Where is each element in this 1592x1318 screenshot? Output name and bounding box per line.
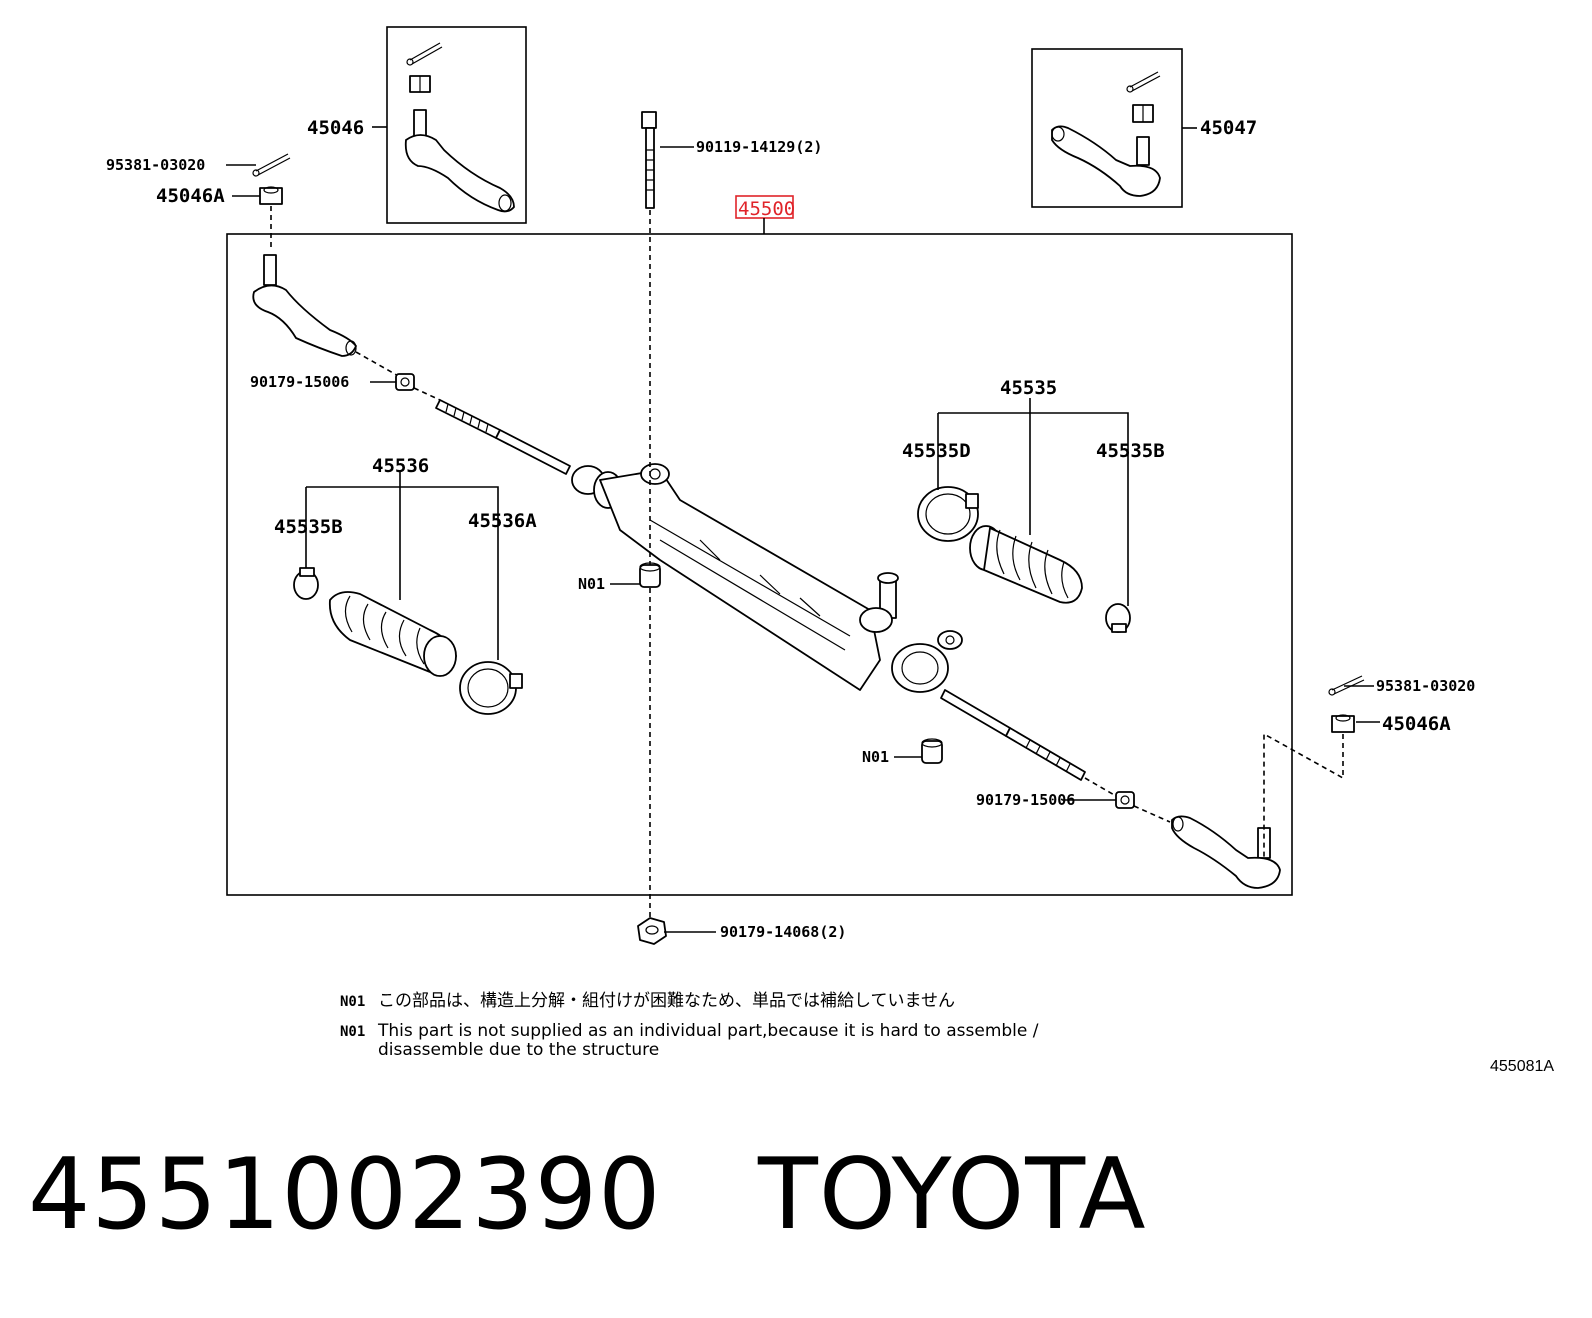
bushing-icon-2 (921, 738, 943, 764)
tie-rod-end-lh-box (386, 26, 527, 224)
label-45535B-lh: 45535B (274, 516, 343, 538)
part-number-caption: 4551002390 TOYOTA (28, 1138, 1147, 1252)
note-tag: N01 (340, 1024, 366, 1040)
note-jp: N01 この部品は、構造上分解・組付けが困難なため、単品では補給していません (340, 992, 955, 1012)
label-45047: 45047 (1200, 117, 1257, 139)
label-45046A-lh: 45046A (156, 185, 225, 207)
label-bolt: 90119-14129(2) (696, 138, 822, 156)
boot-clamp-lh-icon (459, 661, 523, 715)
label-90179-15006-rh: 90179-15006 (976, 791, 1075, 809)
bolt-icon (641, 111, 657, 209)
boot-clamp-small-lh-icon (293, 567, 319, 600)
castle-nut-icon (409, 75, 431, 93)
tie-rod-end-lh-assembled-icon (252, 254, 357, 357)
cotter-pin-icon-rh (1126, 71, 1161, 93)
label-N01-2: N01 (862, 748, 889, 766)
bottom-nut-icon (637, 917, 667, 945)
castle-nut-icon-rh (1132, 104, 1154, 123)
boot-rh-icon (969, 525, 1083, 604)
figure-code: 455081A (1490, 1058, 1555, 1075)
assembly-frame (226, 233, 1293, 896)
label-95381-03020-rh: 95381-03020 (1376, 677, 1475, 695)
note-en-2: disassemble due to the structure (340, 1041, 659, 1060)
cotter-pin-icon (406, 42, 443, 66)
label-N01-1: N01 (578, 575, 605, 593)
boot-clamp-large-rh-icon (917, 486, 979, 542)
note-tag: N01 (340, 994, 366, 1010)
label-95381-03020-lh: 95381-03020 (106, 156, 205, 174)
label-45535B-rh: 45535B (1096, 440, 1165, 462)
label-45535D: 45535D (902, 440, 971, 462)
note-text: disassemble due to the structure (378, 1040, 660, 1060)
label-bottom-nut: 90179-14068(2) (720, 923, 846, 941)
label-45046A-rh: 45046A (1382, 713, 1451, 735)
note-text: この部品は、構造上分解・組付けが困難なため、単品では補給していません (378, 991, 955, 1011)
nut-icon-rh-outer (1331, 714, 1355, 733)
label-45046: 45046 (307, 117, 364, 139)
boot-lh-icon (328, 591, 457, 677)
nut-icon-lh-outer (259, 186, 283, 205)
tie-rod-end-lh-icon (404, 109, 515, 213)
note-en-1: N01 This part is not supplied as an indiv… (340, 1022, 1039, 1042)
steering-rack-icon (435, 399, 1086, 781)
tie-rod-nut-icon-lh (395, 373, 415, 391)
bushing-icon-1 (639, 562, 661, 588)
label-45535: 45535 (1000, 377, 1057, 399)
label-45536: 45536 (372, 455, 429, 477)
cotter-pin-icon-rh-outer (1328, 675, 1365, 696)
label-45536A: 45536A (468, 510, 537, 532)
cotter-pin-icon-lh-outer (252, 153, 291, 177)
boot-clamp-small-rh-icon (1105, 603, 1131, 633)
label-90179-15006-lh: 90179-15006 (250, 373, 349, 391)
label-rack-45500: 45500 (738, 198, 795, 220)
tie-rod-nut-icon-rh (1115, 791, 1135, 809)
note-text: This part is not supplied as an individu… (378, 1021, 1039, 1041)
tie-rod-end-rh-icon (1051, 125, 1161, 197)
